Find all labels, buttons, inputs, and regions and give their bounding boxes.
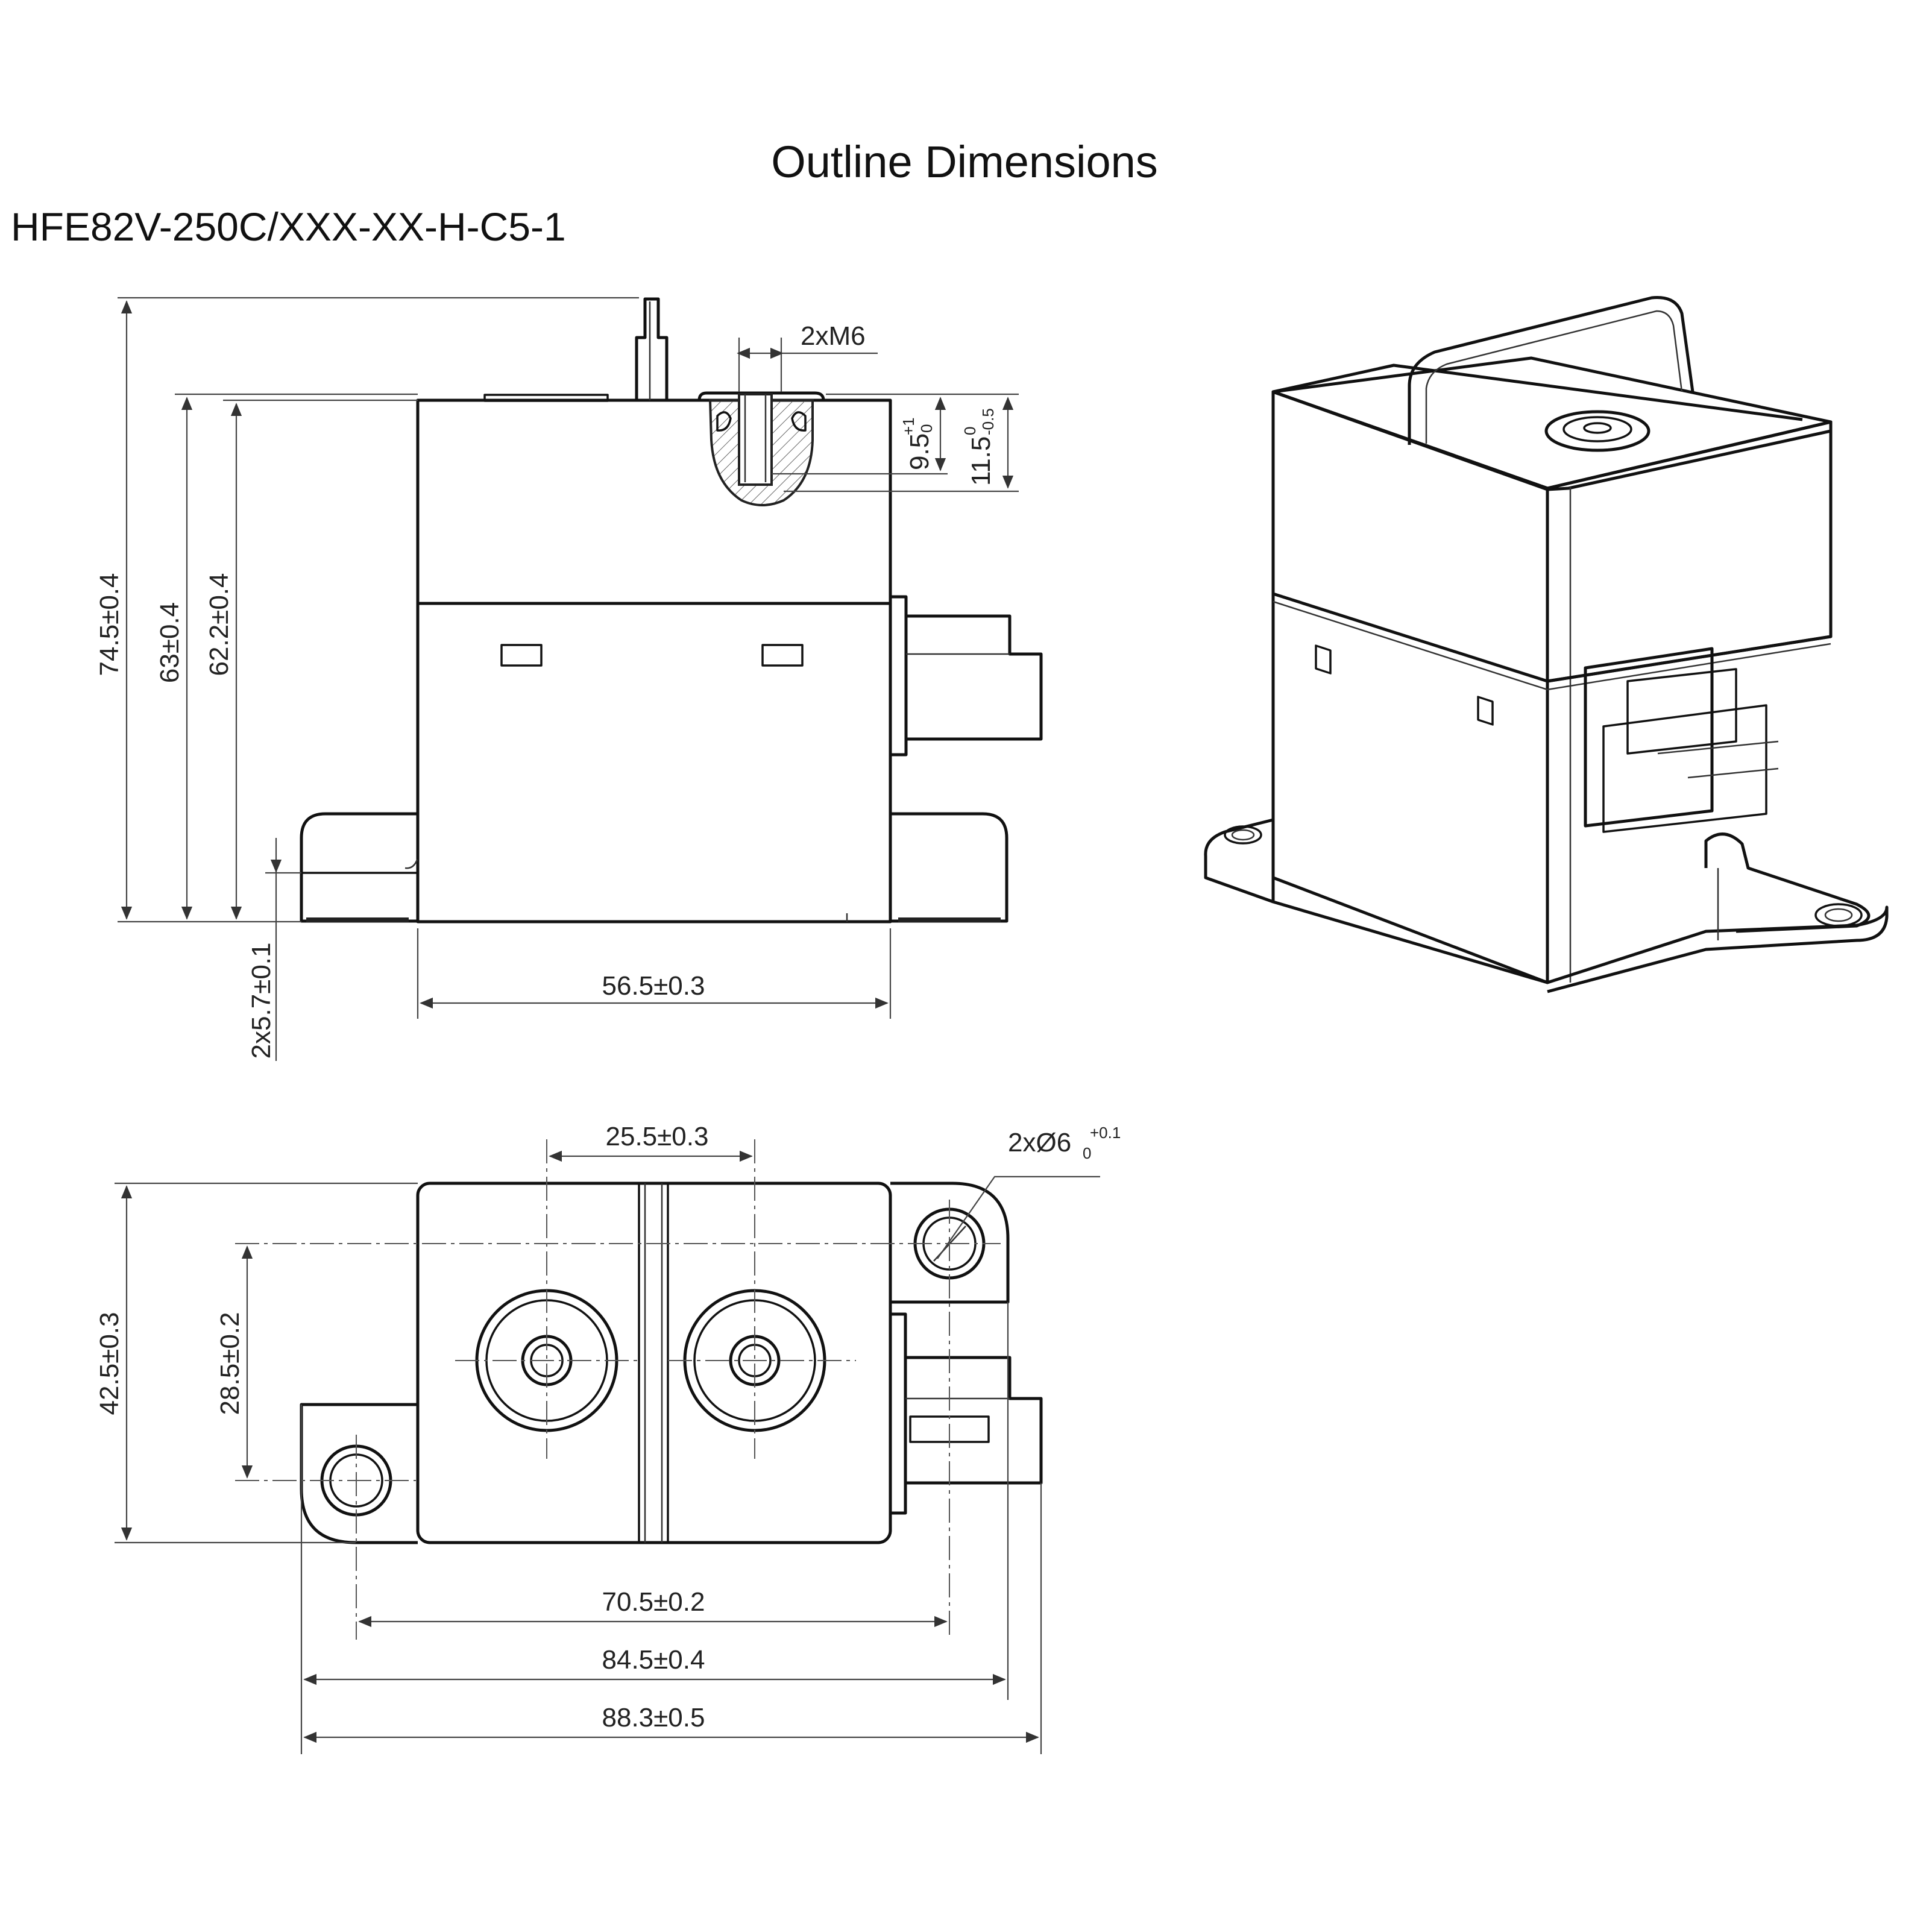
dim-flange-width: 84.5±0.4 [602, 1645, 705, 1675]
dim-height-total: 74.5±0.4 [95, 573, 124, 676]
dim-height-inner: 62.2±0.4 [204, 573, 234, 676]
dim-hole-offset: 28.5±0.2 [215, 1312, 245, 1415]
svg-text:11.5: 11.5 [966, 436, 996, 486]
dim-overall-width: 88.3±0.5 [602, 1703, 705, 1732]
svg-text:+1: +1 [899, 417, 917, 435]
svg-text:0: 0 [1083, 1144, 1091, 1162]
top-view: 25.5±0.3 2xØ6 +0.1 0 42.5±0.3 28.5±0.2 7… [95, 1122, 1121, 1754]
side-view: 74.5±0.4 63±0.4 62.2±0.4 2x5.7±0.1 56.5±… [95, 297, 1043, 1061]
dim-hole-spacing: 70.5±0.2 [602, 1587, 705, 1617]
svg-text:2xØ6: 2xØ6 [1008, 1128, 1071, 1157]
side-view-outline [300, 297, 1043, 924]
model-number: HFE82V-250C/XXX-XX-H-C5-1 [11, 204, 566, 249]
dim-base-height: 2x5.7±0.1 [247, 943, 276, 1059]
isometric-view [1204, 296, 1889, 993]
top-view-outline [300, 1182, 1043, 1544]
dim-mount-hole: 2xØ6 +0.1 0 [1008, 1124, 1121, 1162]
dim-hole-depth: 11.5 0 -0.5 [961, 408, 997, 486]
svg-text:0: 0 [961, 427, 979, 435]
dim-width: 56.5±0.3 [602, 971, 705, 1001]
dim-depth-total: 42.5±0.3 [95, 1312, 124, 1415]
page-title: Outline Dimensions [771, 137, 1158, 187]
dim-height-body: 63±0.4 [155, 602, 184, 683]
svg-text:0: 0 [917, 424, 936, 433]
dim-terminal-spacing: 25.5±0.3 [606, 1122, 709, 1151]
svg-text:9.5: 9.5 [905, 433, 934, 470]
dim-thread: 2xM6 [801, 321, 866, 351]
svg-text:+0.1: +0.1 [1090, 1124, 1121, 1142]
svg-text:-0.5: -0.5 [979, 408, 997, 435]
dim-thread-depth: 9.5 +1 0 [899, 417, 936, 470]
